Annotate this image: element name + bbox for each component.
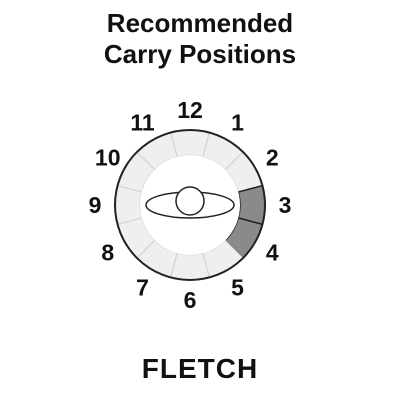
clock-label-6: 6 <box>184 287 197 313</box>
clock-outer-ring <box>114 129 266 281</box>
clock-label-10: 10 <box>95 145 121 171</box>
clock-label-9: 9 <box>89 192 102 218</box>
clock-label-7: 7 <box>136 274 149 300</box>
clock-label-5: 5 <box>231 274 244 300</box>
clock-label-3: 3 <box>279 192 292 218</box>
body-top-view-icon <box>145 186 235 219</box>
clock-label-8: 8 <box>101 240 114 266</box>
clock-label-1: 1 <box>231 110 244 136</box>
head-shape <box>175 186 205 216</box>
brand-label: FLETCH <box>141 353 259 384</box>
clock-label-4: 4 <box>266 240 279 266</box>
page-title: Recommended Carry Positions <box>0 8 400 70</box>
title-line-1: Recommended <box>106 8 294 38</box>
clock-label-2: 2 <box>266 145 279 171</box>
title-line-2: Carry Positions <box>103 39 297 69</box>
clock-label-12: 12 <box>177 97 203 123</box>
clock-label-11: 11 <box>130 110 155 136</box>
